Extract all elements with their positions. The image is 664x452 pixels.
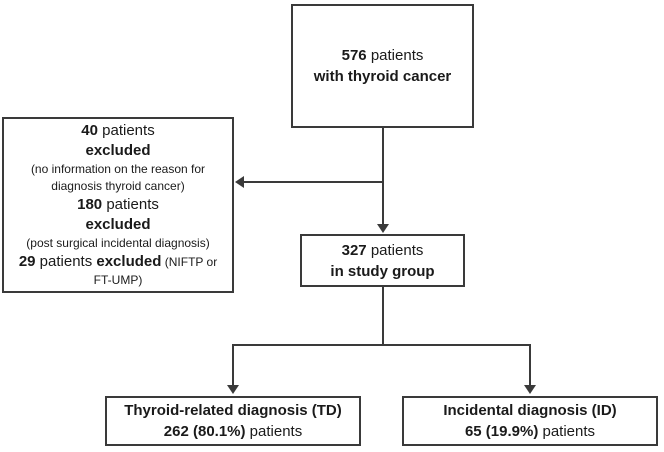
id-title: Incidental diagnosis (ID)	[443, 402, 617, 419]
study-group-box: 327 patients in study group	[300, 234, 465, 287]
excluded-29-label: excluded	[96, 253, 162, 270]
td-count-line: 262 (80.1%) patients	[164, 421, 302, 442]
incidental-diagnosis-box: Incidental diagnosis (ID) 65 (19.9%) pat…	[402, 396, 658, 446]
excluded-29-mid: patients	[35, 253, 97, 270]
connector-to-excluded	[243, 181, 383, 183]
excluded-40-reason-line2: diagnosis thyroid cancer)	[51, 179, 185, 193]
arrowhead-down-id-icon	[524, 385, 536, 394]
excluded-29-reason-line1: (NIFTP or	[161, 255, 218, 269]
excluded-180-count: 180	[77, 196, 103, 213]
total-patients-line1: 576 patients	[342, 45, 424, 66]
total-patients-box: 576 patients with thyroid cancer	[291, 4, 474, 128]
arrowhead-left-excluded-icon	[235, 176, 244, 188]
excluded-29-reason-line2: FT-UMP)	[93, 273, 143, 287]
excluded-29-count: 29	[18, 253, 36, 270]
excluded-180-suffix: patients	[102, 196, 159, 213]
excluded-40-label: excluded	[85, 142, 151, 159]
td-count: 262 (80.1%)	[163, 423, 246, 440]
connector-study-to-branch	[382, 287, 384, 345]
excluded-40-reason-line1: (no information on the reason for	[30, 162, 206, 176]
excluded-40-line: 40 patients	[81, 121, 154, 141]
thyroid-related-diagnosis-box: Thyroid-related diagnosis (TD) 262 (80.1…	[105, 396, 361, 446]
excluded-patients-box: 40 patients excluded (no information on …	[2, 117, 234, 293]
arrowhead-down-td-icon	[227, 385, 239, 394]
connector-branch-to-td	[232, 344, 234, 386]
connector-total-to-study	[382, 128, 384, 225]
id-count-line: 65 (19.9%) patients	[465, 421, 595, 442]
study-group-line2: in study group	[330, 262, 435, 280]
td-title: Thyroid-related diagnosis (TD)	[124, 402, 342, 419]
total-patients-suffix: patients	[366, 47, 424, 64]
excluded-180-label: excluded	[85, 216, 151, 233]
excluded-180-reason: (post surgical incidental diagnosis)	[26, 236, 210, 250]
arrowhead-down-study-icon	[377, 224, 389, 233]
study-group-count: 327	[341, 241, 367, 259]
connector-branch-to-id	[529, 344, 531, 386]
excluded-180-line: 180 patients	[77, 195, 159, 215]
excluded-40-count: 40	[81, 122, 98, 139]
study-group-suffix: patients	[366, 241, 424, 259]
total-patients-line2: with thyroid cancer	[313, 68, 452, 85]
excluded-40-suffix: patients	[97, 122, 155, 139]
total-patients-count: 576	[341, 47, 367, 64]
connector-branch-horizontal	[232, 344, 531, 346]
td-suffix: patients	[245, 423, 303, 440]
study-group-line1: 327 patients	[342, 240, 424, 261]
id-count: 65 (19.9%)	[464, 423, 539, 440]
excluded-29-line: 29 patients excluded (NIFTP or	[19, 252, 217, 272]
id-suffix: patients	[538, 423, 596, 440]
